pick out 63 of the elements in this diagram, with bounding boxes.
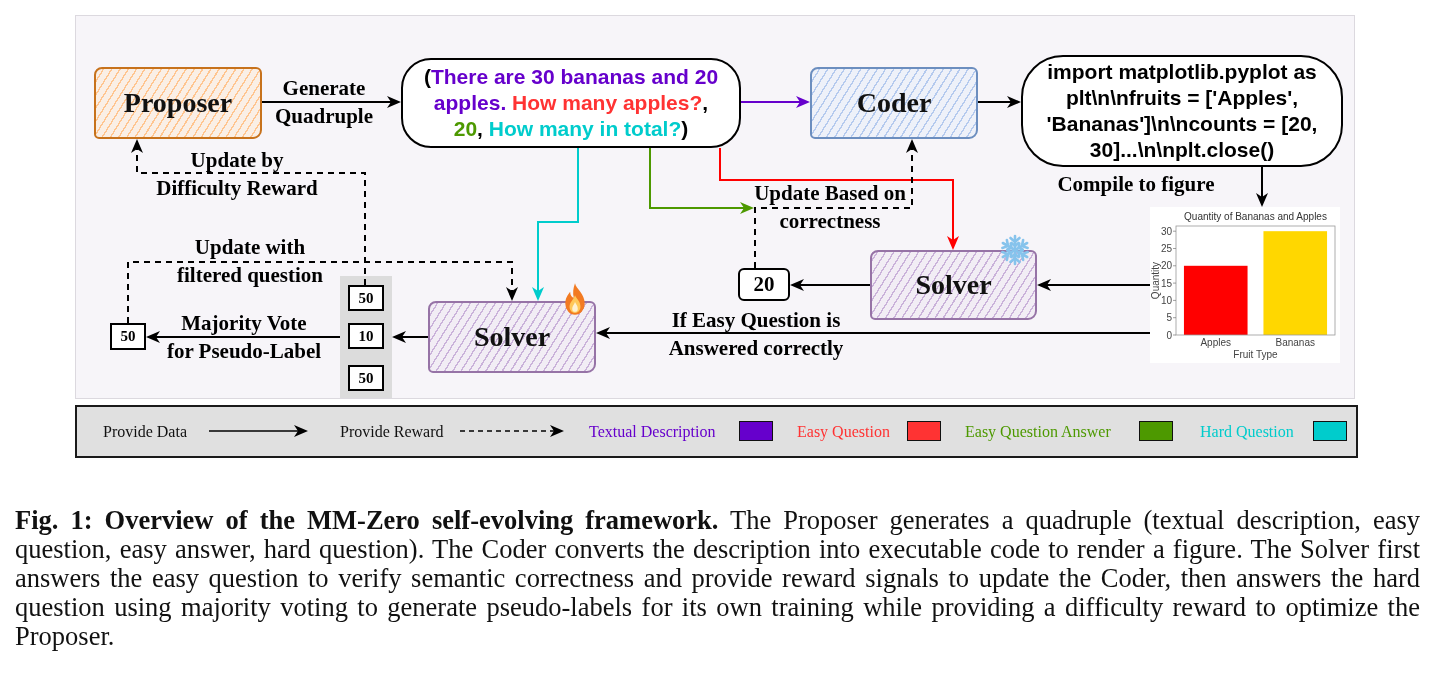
tick-label: 30 (1160, 225, 1172, 237)
tick-label: Apples (1200, 337, 1232, 348)
arrow (532, 147, 579, 301)
edge-label: Majority Vote for Pseudo-Label (165, 310, 323, 365)
tick-label: 5 (1166, 312, 1172, 324)
number-label: 50 (358, 370, 374, 386)
process-box (94, 67, 262, 139)
edge-label: Generate Quadruple (274, 75, 374, 130)
dashed-arrow (131, 139, 366, 286)
number-box (348, 285, 384, 311)
arrow (740, 96, 810, 108)
bar-chart (1150, 207, 1340, 363)
arrow (1256, 166, 1268, 207)
axis-label: Quantity (1150, 261, 1161, 300)
figure-caption: Fig. 1: Overview of the MM-Zero self-evolving framework. The Proposer generates a quadruple (textual description, easy question, easy answer, hard question). The Coder converts the description into executable code to render a figure. The Solver first answers the easy question to verify semantic correctness and provide reward signals to update the Coder, then answers the hard question using majority voting to generate pseudo-labels for its own training while providing a difficulty reward to optimize the Proposer. (15, 506, 1420, 651)
legend-label: Provide Data (103, 421, 187, 442)
axis-label: Fruit Type (1233, 349, 1278, 360)
chart-title: Quantity of Bananas and Apples (1184, 211, 1327, 222)
vote-column (340, 276, 392, 398)
node-label: Coder (856, 87, 932, 119)
number-box (738, 268, 790, 301)
legend-label: Textual Description (589, 421, 716, 442)
legend-label: Hard Question (1200, 421, 1294, 442)
number-label: 50 (358, 290, 374, 306)
tick-label: 20 (1160, 260, 1172, 272)
arrow (977, 96, 1021, 108)
legend-label: Provide Reward (340, 421, 444, 442)
process-box (810, 67, 978, 139)
arrow (392, 331, 429, 343)
number-box (348, 365, 384, 391)
edge-label: Update by Difficulty Reward (155, 147, 319, 202)
node-label: Solver (915, 269, 992, 301)
edge-label: If Easy Question is Answered correctly (667, 307, 845, 362)
arrow (649, 147, 754, 214)
code-bubble (1021, 55, 1343, 167)
number-label: 20 (753, 274, 775, 295)
tick-label: Bananas (1275, 337, 1315, 348)
dashed-arrow (754, 139, 918, 269)
node-label: Proposer (123, 87, 233, 119)
code-text: import matplotlib.pyplot as plt\n\nfruits = ['Apples', 'Bananas']\n\ncounts = [20, 30]...\n\nplt.close() (1045, 59, 1319, 163)
number-box (110, 323, 146, 350)
tick-label: 10 (1160, 294, 1172, 306)
arrow (1037, 279, 1151, 291)
number-box (348, 323, 384, 349)
tick-label: 0 (1166, 329, 1172, 341)
arrow (790, 279, 871, 291)
tick-label: 25 (1160, 243, 1172, 254)
dashed-arrow (127, 261, 518, 324)
arrow (146, 331, 341, 343)
bubble-text: (There are 30 bananas and 20 apples. How many apples?, 20, How many in total?) (422, 64, 720, 142)
legend-label: Easy Question Answer (965, 421, 1111, 442)
number-label: 50 (120, 329, 136, 344)
edge-label: Update with filtered question (176, 234, 324, 289)
arrow (261, 96, 401, 108)
edge-label: Update Based on correctness (753, 180, 907, 235)
node-label: Solver (473, 321, 551, 353)
tick-label: 15 (1160, 277, 1172, 289)
arrow (719, 147, 959, 250)
legend-label: Easy Question (797, 421, 890, 442)
text-bubble (401, 58, 741, 148)
arrow (596, 327, 1151, 339)
number-label: 10 (358, 328, 374, 344)
edge-label: Compile to figure (1057, 171, 1215, 198)
